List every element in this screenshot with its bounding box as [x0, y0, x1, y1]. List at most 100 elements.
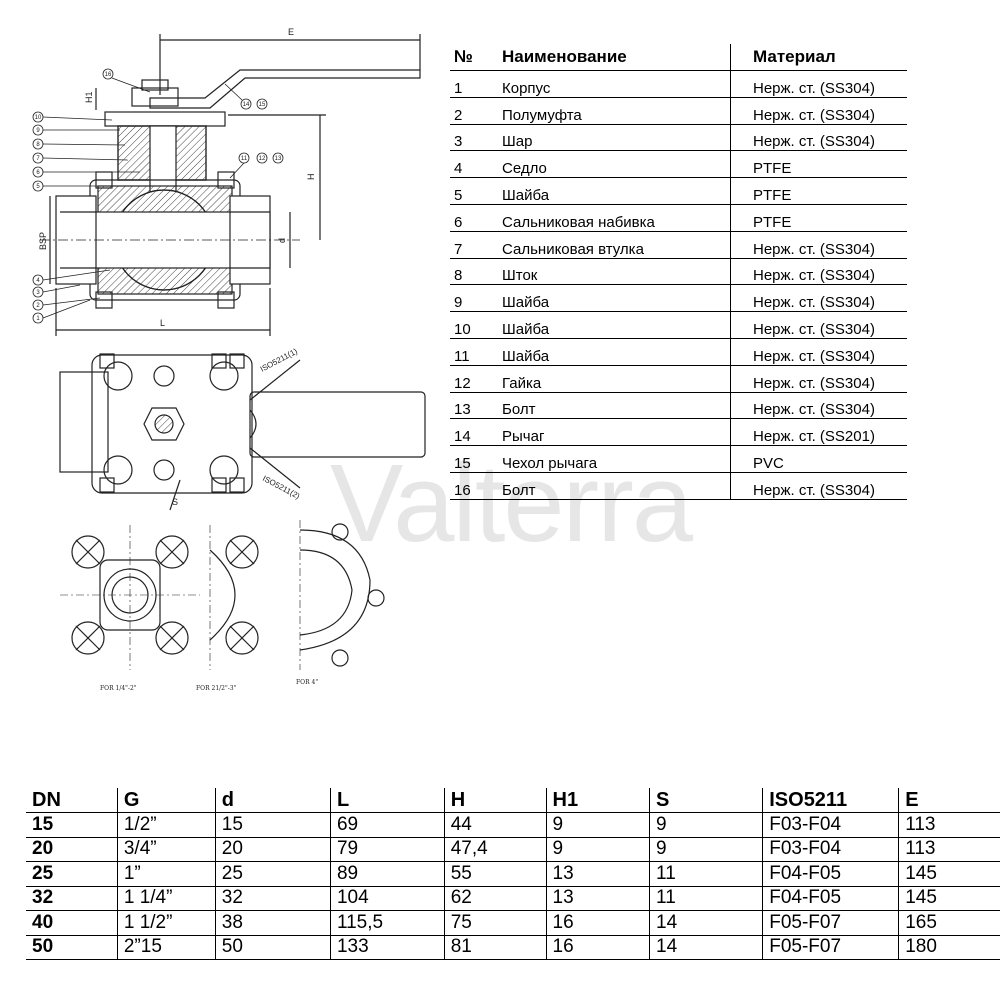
part-number: 13 [450, 392, 498, 420]
cell-e: 113 [898, 837, 1000, 862]
part-number: 4 [450, 150, 498, 179]
cell-h: 75 [444, 910, 547, 936]
cell-h1: 9 [546, 837, 651, 862]
label-for-2: FOR 21/2"-3" [196, 685, 237, 692]
cell-l: 79 [330, 837, 445, 862]
cell-l: 69 [330, 812, 445, 838]
part-name: Гайка [498, 365, 731, 393]
cell-l: 133 [330, 935, 445, 960]
label-iso-1: ISO5211(1) [259, 347, 300, 374]
part-material: Нерж. ст. (SS304) [730, 392, 907, 420]
cell-d: 38 [215, 910, 331, 936]
header-dn: DN [26, 788, 118, 813]
cell-s: 9 [649, 837, 764, 862]
part-material: Нерж. ст. (SS304) [730, 472, 907, 500]
callout-10: 10 [35, 115, 42, 121]
part-name: Болт [498, 472, 731, 500]
cell-g: 2”15 [117, 935, 216, 960]
cell-dn: 32 [26, 886, 118, 911]
part-name: Шток [498, 258, 731, 286]
cell-h1: 9 [546, 812, 651, 838]
callout-4: 4 [36, 278, 40, 284]
cell-iso5211: F04-F05 [762, 861, 900, 887]
part-number: 15 [450, 445, 498, 473]
cell-d: 50 [215, 935, 331, 960]
header-material: Материал [730, 44, 907, 71]
cell-d: 15 [215, 812, 331, 838]
label-for-3: FOR 4" [296, 679, 318, 686]
part-number: 11 [450, 338, 498, 366]
cell-h1: 16 [546, 910, 651, 936]
cell-g: 3/4” [117, 837, 216, 862]
cell-d: 20 [215, 837, 331, 862]
header-h1: H1 [546, 788, 651, 813]
cell-l: 89 [330, 861, 445, 887]
callout-7: 7 [36, 156, 40, 162]
part-name: Полумуфта [498, 97, 731, 125]
part-material: Нерж. ст. (SS304) [730, 124, 907, 152]
callout-6: 6 [36, 170, 40, 176]
part-material: PVC [730, 445, 907, 473]
cell-iso5211: F05-F07 [762, 935, 900, 960]
valve-technical-drawing: E H1 H BSP d L S ISO5211(1) ISO5211(2) F… [32, 27, 426, 692]
cell-l: 104 [330, 886, 445, 911]
cell-h: 55 [444, 861, 547, 887]
header-name: Наименование [498, 44, 731, 71]
callout-3: 3 [36, 290, 40, 296]
callout-11: 11 [241, 156, 248, 162]
part-material: Нерж. ст. (SS304) [730, 311, 907, 339]
label-for-1: FOR 1/4"-2" [100, 685, 137, 692]
cell-h1: 13 [546, 886, 651, 911]
part-number: 16 [450, 472, 498, 500]
header-d: d [215, 788, 331, 813]
callout-5: 5 [36, 184, 40, 190]
part-number: 7 [450, 231, 498, 259]
label-bsp: BSP [38, 232, 48, 250]
part-name: Шайба [498, 177, 731, 205]
part-material: Нерж. ст. (SS201) [730, 418, 907, 447]
cell-s: 9 [649, 812, 764, 838]
label-iso-2: ISO5211(2) [261, 474, 302, 501]
cell-dn: 40 [26, 910, 118, 936]
cell-e: 145 [898, 886, 1000, 911]
parts-table-header: № Наименование Материал [450, 44, 907, 71]
part-number: 14 [450, 418, 498, 447]
cell-e: 145 [898, 861, 1000, 887]
cell-g: 1” [117, 861, 216, 887]
part-material: Нерж. ст. (SS304) [730, 365, 907, 393]
callout-13: 13 [275, 156, 282, 162]
part-name: Шайба [498, 311, 731, 339]
cell-iso5211: F05-F07 [762, 910, 900, 936]
part-name: Сальниковая втулка [498, 231, 731, 259]
part-material: Нерж. ст. (SS304) [730, 97, 907, 125]
part-name: Шайба [498, 284, 731, 313]
cell-dn: 20 [26, 837, 118, 862]
header-e: E [898, 788, 1000, 813]
part-name: Болт [498, 392, 731, 420]
part-name: Шайба [498, 338, 731, 366]
header-iso5211: ISO5211 [762, 788, 900, 813]
cell-dn: 50 [26, 935, 118, 960]
cell-iso5211: F03-F04 [762, 837, 900, 862]
part-name: Сальниковая набивка [498, 204, 731, 232]
callout-12: 12 [259, 156, 266, 162]
part-material: PTFE [730, 204, 907, 232]
cell-s: 14 [649, 910, 764, 936]
part-number: 12 [450, 365, 498, 393]
label-l: L [160, 318, 165, 328]
cell-h: 62 [444, 886, 547, 911]
part-number: 8 [450, 258, 498, 286]
